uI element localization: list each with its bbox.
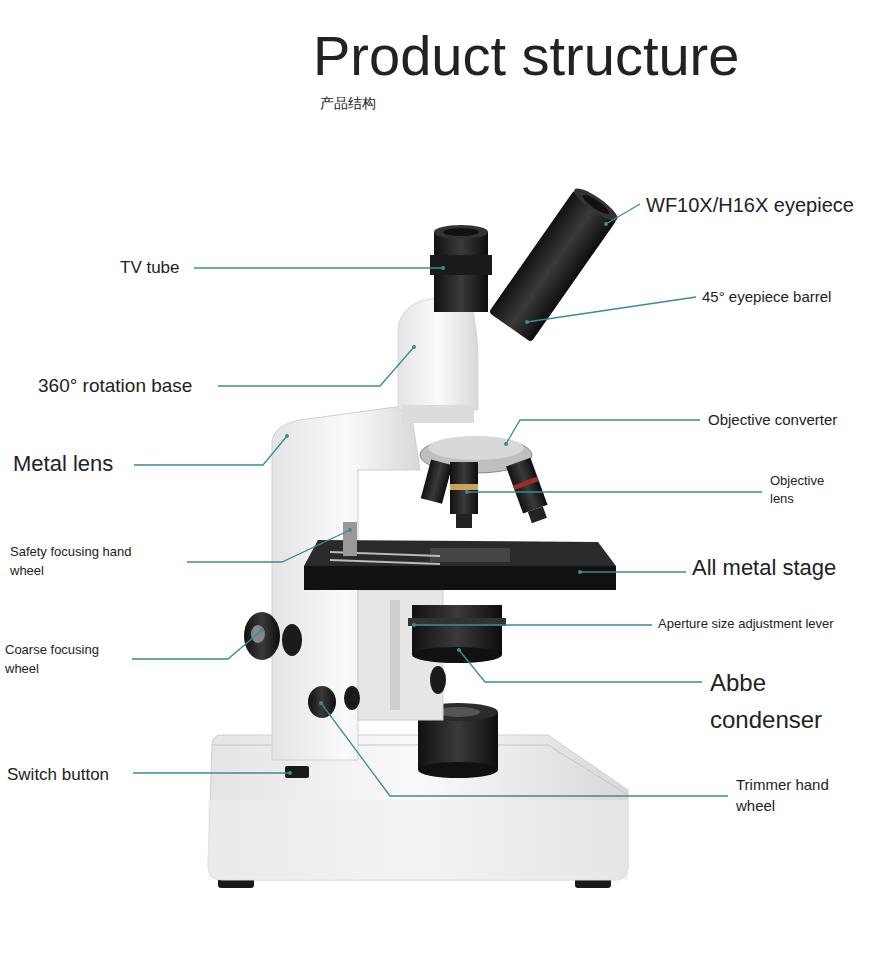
- part-label: All metal stage: [692, 554, 836, 583]
- part-label: Abbe condenser: [710, 664, 850, 738]
- subtitle: 产品结构: [320, 94, 376, 112]
- part-label: Metal lens: [13, 450, 113, 479]
- part-label: Trimmer hand wheel: [736, 774, 851, 816]
- leader-lines: [132, 204, 762, 796]
- part-label: Switch button: [7, 764, 109, 786]
- part-label: Aperture size adjustment lever: [658, 616, 834, 633]
- part-label: Coarse focusing wheel: [5, 640, 123, 678]
- part-label: TV tube: [120, 257, 180, 279]
- part-label: Objective converter: [708, 410, 837, 430]
- part-label: 45° eyepiece barrel: [702, 287, 831, 307]
- part-label: Objective lens: [770, 472, 840, 508]
- title: Product structure: [313, 22, 739, 90]
- part-label: 360° rotation base: [38, 374, 192, 399]
- part-label: WF10X/H16X eyepiece: [646, 192, 854, 218]
- part-label: Safety focusing hand wheel: [10, 542, 160, 580]
